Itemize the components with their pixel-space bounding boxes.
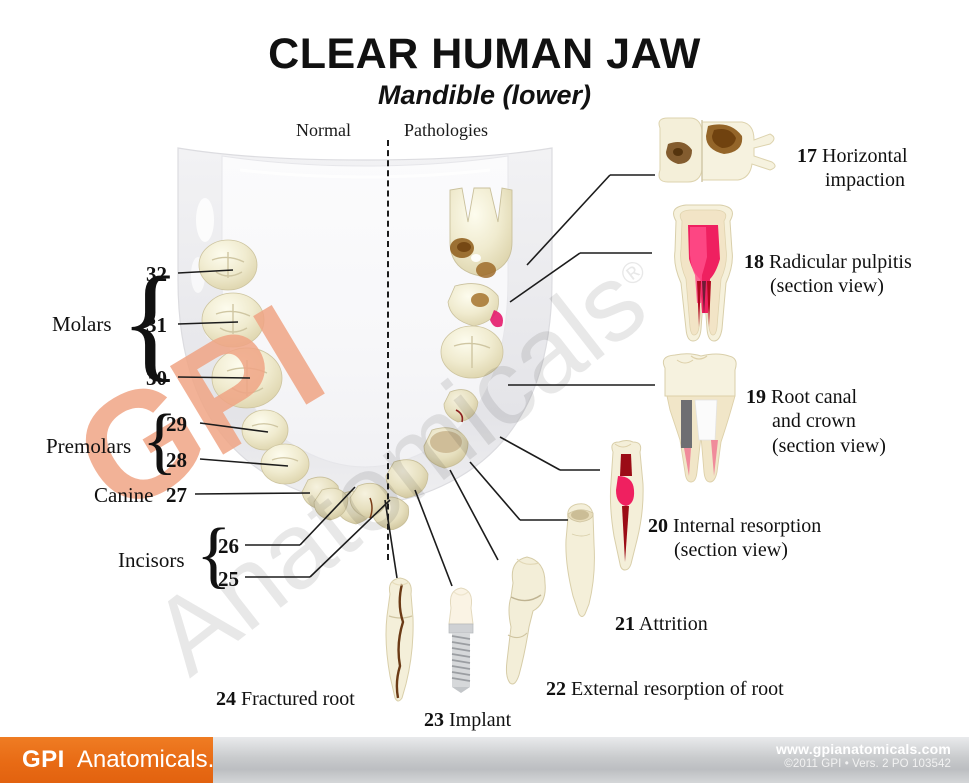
pathology-label-23: 23 Implant xyxy=(424,708,511,732)
label-tooth-25: 25 xyxy=(218,567,239,591)
pathology-num-18: 18 xyxy=(744,251,764,273)
watermark-registered-icon: ® xyxy=(614,253,653,293)
label-tooth-26: 26 xyxy=(218,534,239,558)
specimen-23-implant xyxy=(440,586,482,699)
pathology-text-22-line1: External resorption of root xyxy=(571,678,784,700)
specimen-24-fractured-root xyxy=(380,576,422,709)
pathology-num-20: 20 xyxy=(648,515,668,537)
pathology-num-21: 21 xyxy=(615,613,635,635)
footer-bar: GPI Anatomicals. www.gpianatomicals.com … xyxy=(0,737,969,783)
pathology-text-17-line1: Horizontal xyxy=(822,145,908,167)
pathology-text-19-line1: Root canal xyxy=(771,386,858,408)
specimen-22-external-resorption-of-root xyxy=(495,553,551,696)
specimen-19-root-canal-and-crown xyxy=(655,352,743,489)
pathology-num-22: 22 xyxy=(546,678,566,700)
label-tooth-29: 29 xyxy=(166,412,187,436)
pathology-text-19-line3: (section view) xyxy=(772,434,886,457)
pathology-label-19: 19 Root canal and crown (section view) xyxy=(746,385,886,458)
specimen-17-horizontal-impaction xyxy=(650,112,780,193)
mandible-model xyxy=(150,130,580,531)
pathology-text-19-line2: and crown xyxy=(772,410,856,433)
column-header-normal: Normal xyxy=(296,120,351,140)
pathology-text-21-line1: Attrition xyxy=(638,613,708,635)
footer-copyright: ©2011 GPI • Vers. 2 PO 103542 xyxy=(784,758,951,770)
normal-pathology-divider xyxy=(387,140,389,560)
column-header-pathologies: Pathologies xyxy=(404,120,488,140)
label-tooth-31: 31 xyxy=(146,313,167,337)
pathology-label-21: 21 Attrition xyxy=(615,612,708,636)
footer-website-url[interactable]: www.gpianatomicals.com xyxy=(775,741,951,757)
footer-logo[interactable]: GPI Anatomicals. xyxy=(0,737,215,783)
pathology-num-23: 23 xyxy=(424,709,444,731)
pathology-label-24: 24 Fractured root xyxy=(216,687,355,711)
pathology-label-22: 22 External resorption of root xyxy=(546,677,784,701)
page-title: CLEAR HUMAN JAW xyxy=(268,30,701,78)
pathology-num-17: 17 xyxy=(797,145,817,167)
label-premolars: Premolars xyxy=(46,434,132,458)
brace-premolars: { xyxy=(142,400,178,482)
pathology-text-17-line2: impaction xyxy=(825,169,905,192)
label-tooth-27: 27 xyxy=(166,483,187,507)
pathology-text-18-line1: Radicular pulpitis xyxy=(769,251,912,273)
label-canine: Canine xyxy=(94,483,154,507)
specimen-18-radicular-pulpitis xyxy=(660,203,746,350)
pathology-text-18-line2: (section view) xyxy=(770,275,884,298)
pathology-text-20-line2: (section view) xyxy=(674,539,788,562)
pathology-num-24: 24 xyxy=(216,688,236,710)
label-molars: Molars xyxy=(52,312,112,336)
label-tooth-28: 28 xyxy=(166,448,187,472)
pathology-text-20-line1: Internal resorption xyxy=(673,515,822,537)
page-subtitle: Mandible (lower) xyxy=(377,80,591,110)
pathology-label-17: 17 Horizontal impaction xyxy=(797,144,908,193)
footer-logo-gpi: GPI xyxy=(22,746,65,773)
label-incisors: Incisors xyxy=(118,548,185,572)
label-tooth-32: 32 xyxy=(146,262,167,286)
label-tooth-30: 30 xyxy=(146,366,167,390)
pathology-label-20: 20 Internal resorption (section view) xyxy=(648,514,821,563)
footer-contact: www.gpianatomicals.com ©2011 GPI • Vers.… xyxy=(776,741,951,770)
pathology-text-23-line1: Implant xyxy=(449,709,512,731)
footer-logo-anatomicals: Anatomicals. xyxy=(76,746,215,773)
specimen-21-attrition xyxy=(560,500,600,625)
pathology-label-18: 18 Radicular pulpitis (section view) xyxy=(744,250,912,299)
specimen-20-internal-resorption xyxy=(603,440,649,577)
pathology-num-19: 19 xyxy=(746,386,766,408)
brace-incisors: { xyxy=(196,514,232,596)
brace-molars: { xyxy=(120,251,182,393)
pathology-text-24-line1: Fractured root xyxy=(241,688,355,710)
